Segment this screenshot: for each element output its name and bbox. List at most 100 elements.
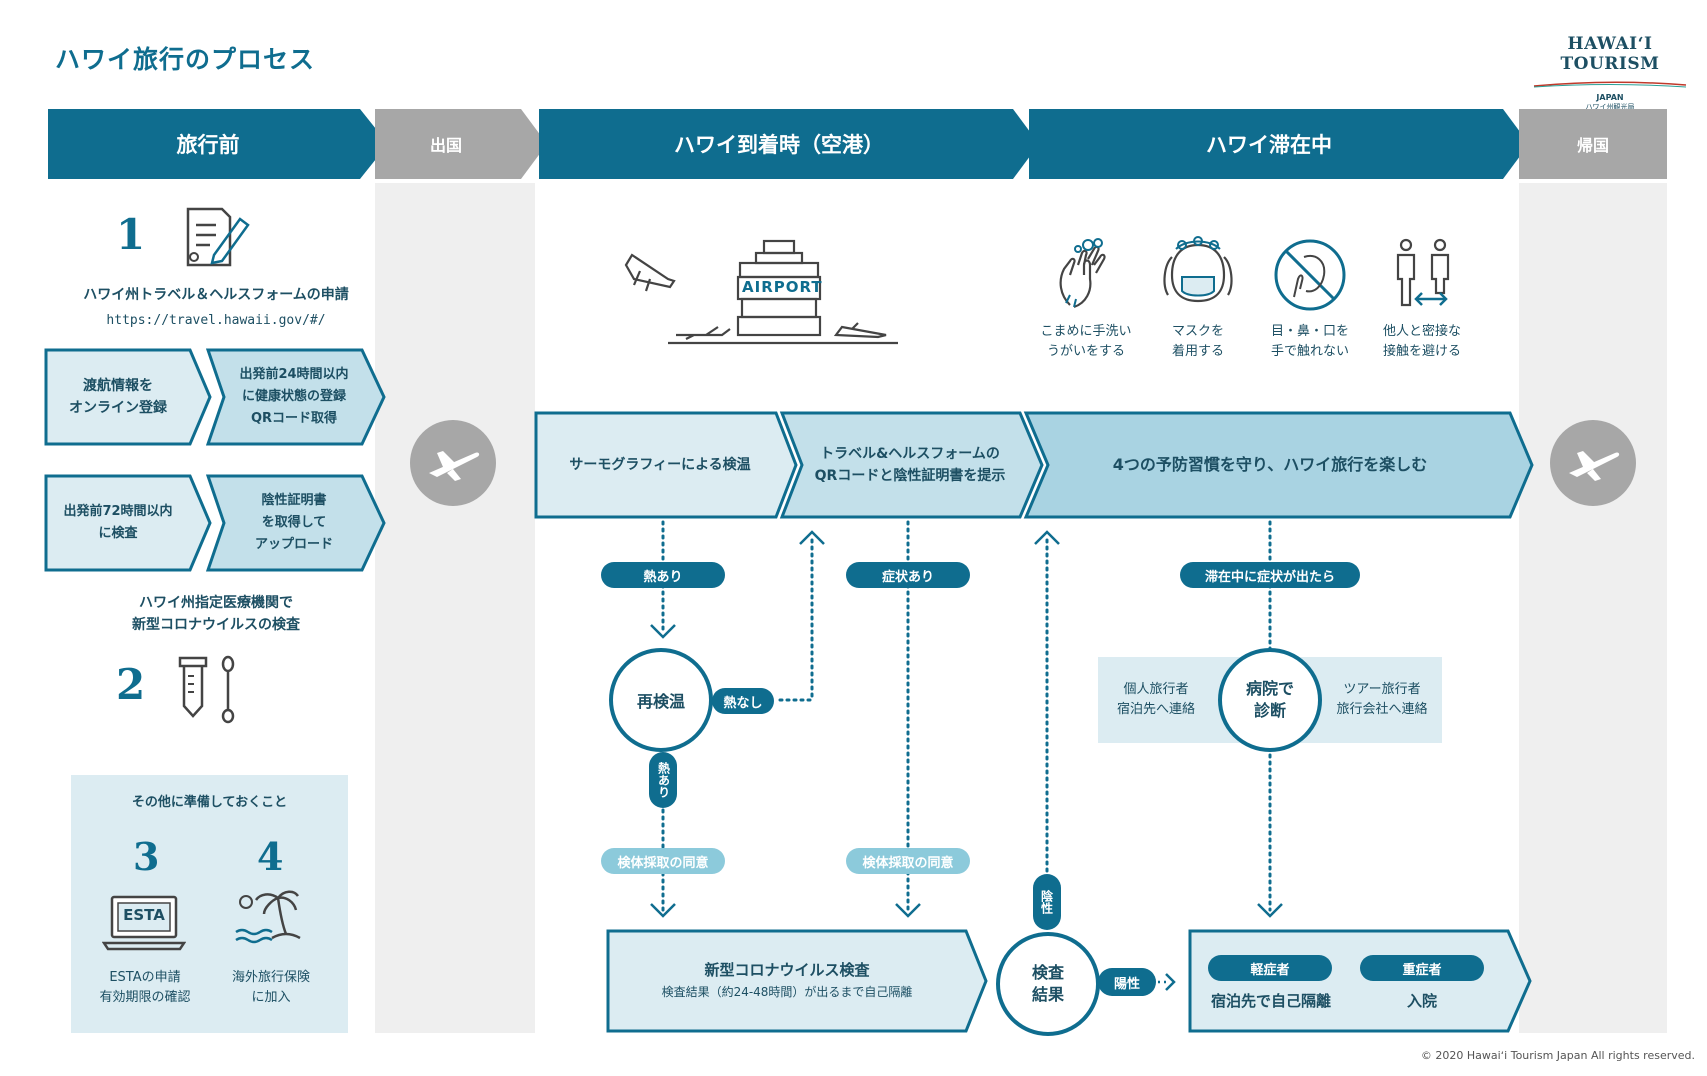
step1-url[interactable]: https://travel.hawaii.gov/#/ bbox=[106, 313, 326, 328]
box-a1: 渡航情報を オンライン登録 bbox=[48, 352, 188, 442]
phase-before-label: 旅行前 bbox=[176, 133, 240, 157]
covid-test-box-shape bbox=[606, 929, 988, 1033]
step3-label: ESTAの申請 有効期限の確認 bbox=[82, 968, 208, 1008]
phase-departure: 出国 bbox=[375, 109, 547, 179]
step1-label: ハワイ州トラベル＆ヘルスフォームの申請 bbox=[83, 287, 349, 303]
other-prep-title: その他に準備しておくこと bbox=[131, 795, 288, 810]
step2-label: ハワイ州指定医療機関で 新型コロナウイルスの検査 bbox=[56, 592, 376, 636]
box-b2-line1: 陰性証明書 bbox=[261, 493, 327, 508]
thermo-box: サーモグラフィーによる検温 bbox=[569, 457, 751, 473]
test-result-circle: 検査 結果 bbox=[996, 932, 1100, 1036]
treatment-box-shape bbox=[1188, 929, 1532, 1033]
enjoy-box: 4つの予防習慣を守り、ハワイ旅行を楽しむ bbox=[1112, 455, 1428, 474]
logo-sub2: ハワイ州観光局 bbox=[1585, 103, 1635, 111]
hospital-circle: 病院で 診断 bbox=[1218, 648, 1322, 752]
airplane-icon bbox=[429, 451, 480, 481]
esta-screen-text: ESTA bbox=[123, 906, 165, 924]
copyright: © 2020 Hawaiʻi Tourism Japan All rights … bbox=[1420, 1049, 1695, 1062]
hospital-line1: 病院で bbox=[1245, 679, 1294, 698]
flow-main-row-shape bbox=[534, 411, 1534, 519]
phase-return: 帰国 bbox=[1519, 109, 1667, 179]
covid-test-box: 新型コロナウイルス検査 検査結果（約24-48時間）が出るまで自己隔離 bbox=[612, 932, 962, 1030]
habit-3-line2: 手で触れない bbox=[1270, 344, 1349, 359]
box-a1-line2: オンライン登録 bbox=[69, 400, 167, 416]
result-line2: 結果 bbox=[1031, 985, 1064, 1004]
habit-2 bbox=[1142, 235, 1254, 317]
severe-action: 入院 bbox=[1406, 992, 1437, 1010]
hawaii-tourism-logo: HAWAIʻI TOURISM JAPAN ハワイ州観光局 bbox=[1530, 34, 1690, 111]
palm-island-icon bbox=[235, 890, 301, 944]
negative-text: 陰性 bbox=[1039, 890, 1054, 914]
positive-pill: 陽性 bbox=[1098, 968, 1156, 996]
recheck-circle: 再検温 bbox=[609, 648, 713, 752]
step2-label-line2: 新型コロナウイルスの検査 bbox=[132, 617, 300, 633]
qr-line1: トラベル&ヘルスフォームの bbox=[820, 446, 1000, 462]
box-b2-shape bbox=[206, 474, 386, 572]
phase-before: 旅行前 bbox=[48, 109, 388, 179]
fever-pill: 熱あり bbox=[601, 562, 725, 588]
no-touch-face-icon bbox=[1274, 239, 1346, 311]
distance-icon bbox=[1396, 238, 1450, 307]
box-a1-shape bbox=[44, 348, 212, 446]
laptop-esta-icon bbox=[102, 895, 186, 951]
box-b1-line2: に検査 bbox=[98, 526, 138, 541]
phase-arrival: ハワイ到着時（空港） bbox=[539, 109, 1039, 179]
habit-4-line1: 他人と密接な bbox=[1382, 324, 1461, 339]
step2-number: 2 bbox=[116, 660, 146, 709]
box-a2-line1: 出発前24時間以内 bbox=[239, 367, 349, 382]
habit-2-line1: マスクを bbox=[1171, 324, 1224, 339]
fever-vertical-text: 熱あり bbox=[656, 762, 671, 798]
box-a2-shape bbox=[206, 348, 386, 446]
habit-1 bbox=[1030, 235, 1142, 317]
individual-line1: 個人旅行者 bbox=[1123, 682, 1189, 697]
box-b1: 出発前72時間以内 に検査 bbox=[48, 478, 188, 568]
no-fever-pill: 熱なし bbox=[712, 688, 774, 714]
phase-stay-label: ハワイ滞在中 bbox=[1206, 133, 1332, 157]
habit-1-label: こまめに手洗い うがいをする bbox=[1030, 322, 1142, 362]
airport-illustration bbox=[624, 239, 898, 345]
test-tube-swab-icon bbox=[178, 655, 235, 724]
mild-action: 宿泊先で自己隔離 bbox=[1210, 992, 1331, 1010]
habit-2-label: マスクを 着用する bbox=[1142, 322, 1254, 362]
habit-3-label: 目・鼻・口を 手で触れない bbox=[1254, 322, 1366, 362]
page-title: ハワイ旅行のプロセス bbox=[55, 45, 316, 74]
return-column-bg bbox=[1519, 183, 1667, 1033]
airplane-icon bbox=[1569, 451, 1620, 481]
airport-sign: AIRPORT bbox=[742, 278, 823, 296]
step3-number: 3 bbox=[133, 834, 160, 879]
habit-4-line2: 接触を避ける bbox=[1382, 344, 1461, 359]
phase-arrival-label: ハワイ到着時（空港） bbox=[674, 133, 884, 157]
mild-pill: 軽症者 bbox=[1208, 955, 1332, 981]
consent-pill-2: 検体採取の同意 bbox=[846, 848, 970, 874]
phase-stay: ハワイ滞在中 bbox=[1029, 109, 1529, 179]
hand-wash-icon bbox=[1059, 238, 1106, 309]
covid-test-title: 新型コロナウイルス検査 bbox=[704, 961, 870, 979]
logo-text: HAWAIʻI TOURISM bbox=[1560, 34, 1660, 74]
stay-symptom-pill: 滞在中に症状が出たら bbox=[1180, 562, 1360, 588]
box-a2-line2: に健康状態の登録 bbox=[241, 389, 346, 404]
logo-swoosh bbox=[1533, 81, 1687, 88]
mask-icon bbox=[1163, 236, 1233, 303]
step4-label: 海外旅行保険 に加入 bbox=[208, 968, 334, 1008]
departure-column-bg bbox=[375, 183, 535, 1033]
phase-return-label: 帰国 bbox=[1576, 136, 1609, 155]
box-b2: 陰性証明書 を取得して アップロード bbox=[216, 478, 372, 568]
box-a1-line1: 渡航情報を bbox=[83, 378, 153, 394]
box-b1-line1: 出発前72時間以内 bbox=[63, 504, 173, 519]
box-a2-line3: QRコード取得 bbox=[250, 411, 338, 426]
habit-4-label: 他人と密接な 接触を避ける bbox=[1366, 322, 1478, 362]
qr-line2: QRコードと陰性証明書を提示 bbox=[814, 468, 1006, 484]
symptom-pill: 症状あり bbox=[846, 562, 970, 588]
qr-box: トラベル&ヘルスフォームの QRコードと陰性証明書を提示 bbox=[800, 414, 1020, 516]
consent-pill-1: 検体採取の同意 bbox=[601, 848, 725, 874]
step3-label-line1: ESTAの申請 bbox=[109, 970, 181, 985]
step3-label-line2: 有効期限の確認 bbox=[99, 990, 191, 1005]
result-line1: 検査 bbox=[1031, 963, 1064, 982]
habit-3-line1: 目・鼻・口を bbox=[1270, 324, 1349, 339]
individual-traveler: 個人旅行者 宿泊先へ連絡 bbox=[1100, 680, 1212, 720]
step2-label-line1: ハワイ州指定医療機関で bbox=[139, 595, 293, 611]
step4-number: 4 bbox=[257, 834, 284, 879]
box-b2-line2: を取得して bbox=[261, 515, 327, 530]
logo-sub: JAPAN bbox=[1596, 93, 1624, 102]
return-plane-badge bbox=[1550, 420, 1636, 506]
